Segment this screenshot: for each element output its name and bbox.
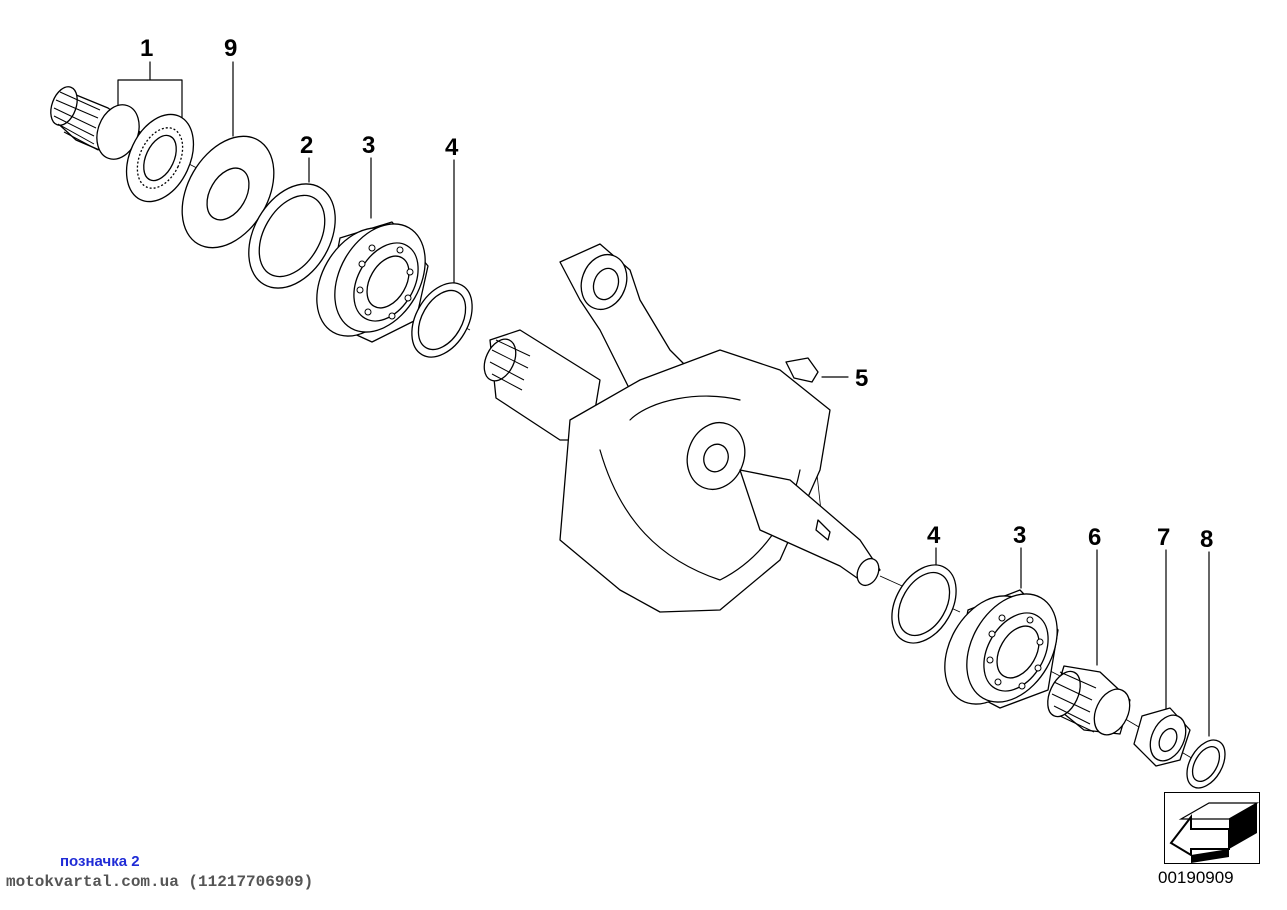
callout-9: 9	[224, 35, 237, 62]
source-caption: motokvartal.com.ua (11217706909)	[6, 873, 314, 891]
callout-8: 8	[1200, 526, 1213, 553]
navigation-arrow-box[interactable]	[1164, 792, 1260, 864]
callout-4-right: 4	[927, 522, 941, 549]
ball-bearing-left	[316, 221, 429, 343]
arrow-down-left-icon	[1169, 802, 1260, 863]
woodruff-key	[785, 357, 819, 383]
circlip-right	[891, 564, 957, 644]
small-bearing	[1133, 707, 1191, 767]
callout-7: 7	[1157, 524, 1170, 551]
thrust-washer	[125, 113, 195, 203]
callout-1: 1	[140, 35, 153, 62]
diagram-number: 00190909	[1158, 868, 1234, 887]
washer	[1186, 739, 1226, 789]
callout-5: 5	[855, 365, 868, 392]
callout-3-left: 3	[362, 132, 375, 159]
needle-bearing-right	[1047, 665, 1131, 736]
callout-3-right: 3	[1013, 522, 1026, 549]
needle-roller-bearing	[50, 86, 141, 160]
footer-note: позначка 2	[60, 853, 140, 870]
shim-ring	[248, 183, 336, 289]
ball-bearing-right	[944, 589, 1059, 709]
callout-4-left: 4	[445, 134, 459, 161]
callout-6: 6	[1088, 524, 1101, 551]
crankshaft	[483, 243, 881, 613]
callout-2: 2	[300, 132, 313, 159]
circlip-left	[411, 282, 473, 358]
callout-labels: 1 9 2 3 4 5 4 3 6 7 8	[140, 35, 1213, 553]
